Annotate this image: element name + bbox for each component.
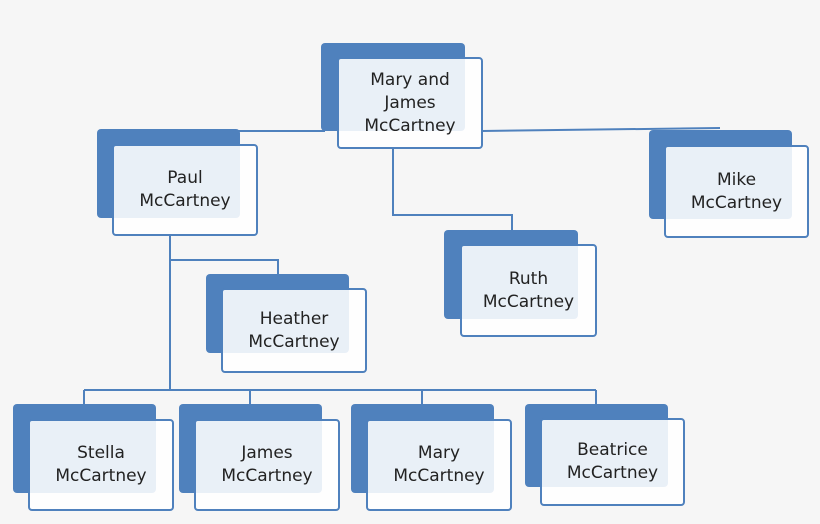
connector-paul-heather [170,259,279,275]
node-label-box: Mary McCartney [366,419,512,511]
node-label: Beatrice McCartney [566,440,659,483]
node-label-box: Heather McCartney [221,288,367,373]
node-label: Heather McCartney [248,308,340,352]
node-label-box: Stella McCartney [28,419,174,511]
node-label: Mary McCartney [393,443,485,486]
node-label: Mike McCartney [690,169,783,213]
node-label-box: Paul McCartney [112,144,258,236]
node-label: Ruth McCartney [482,268,575,312]
node-label-box: Mike McCartney [664,145,809,238]
node-label-box: James McCartney [194,419,340,511]
node-label: Paul McCartney [139,168,231,211]
connector-root-ruth [392,148,513,232]
node-label: Stella McCartney [55,443,147,486]
node-label: James McCartney [221,443,313,486]
node-label-box: Mary and James McCartney [337,57,483,149]
connector-root-mike [481,127,721,132]
node-label-box: Beatrice McCartney [540,418,685,506]
node-label-box: Ruth McCartney [460,244,597,337]
node-label: Mary and James McCartney [364,69,456,136]
